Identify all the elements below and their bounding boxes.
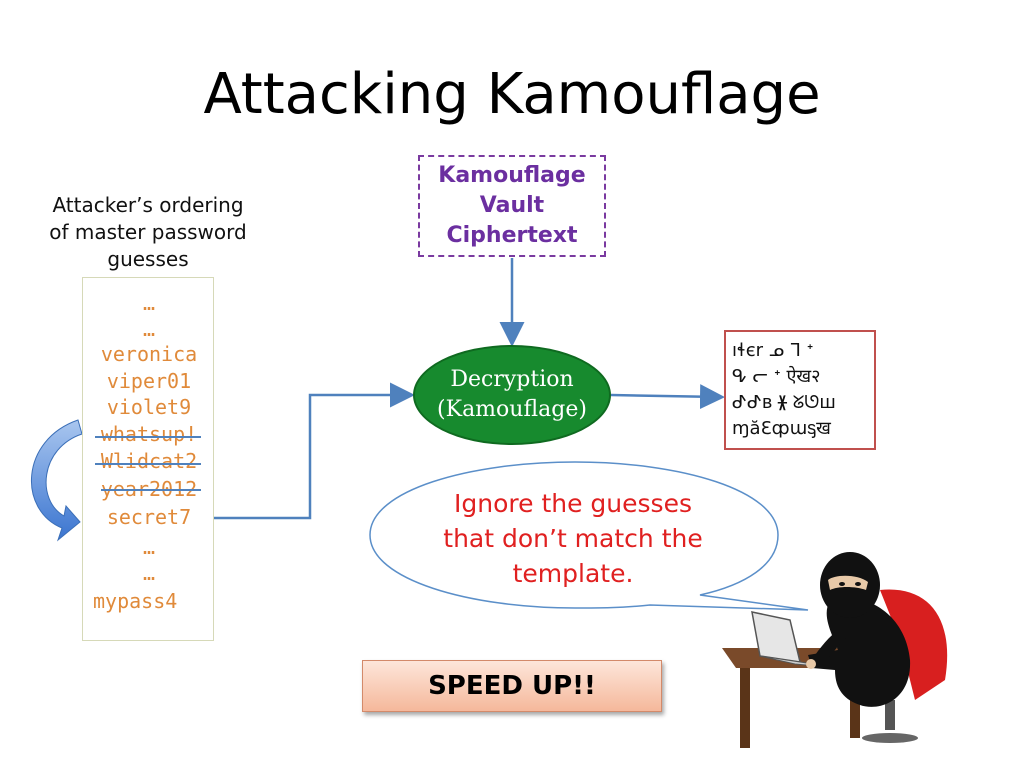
speech-bubble	[369, 461, 809, 611]
caption-line: guesses	[107, 247, 189, 271]
guess-item: …	[142, 291, 156, 315]
bubble-line: Ignore the guesses	[454, 489, 692, 518]
guess-item-struck: Wlidcat2	[100, 449, 198, 473]
caption-line: of master password	[49, 220, 247, 244]
guess-item: …	[142, 317, 156, 341]
output-line: ɱӑԐȹɯᶊख	[732, 418, 831, 439]
password-guess-list: … … veronica viper01 violet9 whatsup! Wl…	[82, 277, 214, 641]
vault-line: Kamouflage	[438, 163, 586, 188]
bubble-line: template.	[512, 559, 634, 588]
speed-up-callout: SPEED UP!!	[362, 660, 662, 712]
vault-line: Ciphertext	[446, 223, 578, 248]
output-line: ᕴ ᓕ ᐩ ऐख२	[732, 366, 821, 387]
strike-line	[95, 436, 201, 438]
bubble-line: that don’t match the	[443, 524, 703, 553]
guess-order-caption: Attacker’s ordering of master password g…	[30, 192, 266, 273]
slide-title: Attacking Kamouflage	[203, 62, 821, 127]
vault-line: Vault	[479, 193, 545, 218]
strike-line	[95, 463, 201, 465]
skip-curved-arrow	[31, 419, 83, 542]
guess-item: viper01	[106, 369, 192, 393]
decrypt-to-output-arrow	[610, 384, 725, 410]
guess-item: secret7	[106, 505, 192, 529]
decryption-node: Decryption (Kamouflage)	[413, 345, 611, 445]
decryption-label: Decryption	[450, 367, 574, 392]
caption-line: Attacker’s ordering	[52, 193, 244, 217]
ninja-hacker-illustration	[722, 552, 948, 748]
output-line: ᕷᕷʙ ᚕ ᘜᘎш	[732, 392, 836, 413]
guess-item: …	[142, 535, 156, 559]
guess-item: veronica	[100, 342, 198, 366]
decryption-label: (Kamouflage)	[437, 397, 587, 422]
vault-ciphertext-box: Kamouflage Vault Ciphertext	[418, 155, 606, 257]
output-line: ıɬєr ᓄ ᒣ ᐩ	[732, 340, 814, 361]
guess-item: mypass4	[93, 589, 178, 613]
guess-item-struck: whatsup!	[100, 422, 198, 446]
guess-item: violet9	[106, 395, 192, 419]
strike-line	[101, 489, 201, 491]
guess-item: …	[142, 561, 156, 585]
decrypted-output-box: ıɬєr ᓄ ᒣ ᐩ ᕴ ᓕ ᐩ ऐख२ ᕷᕷʙ ᚕ ᘜᘎш ɱӑԐȹɯᶊख	[724, 330, 876, 450]
speech-bubble-text: Ignore the guesses that don’t match the …	[420, 486, 726, 591]
guess-to-decrypt-arrow	[204, 382, 415, 520]
